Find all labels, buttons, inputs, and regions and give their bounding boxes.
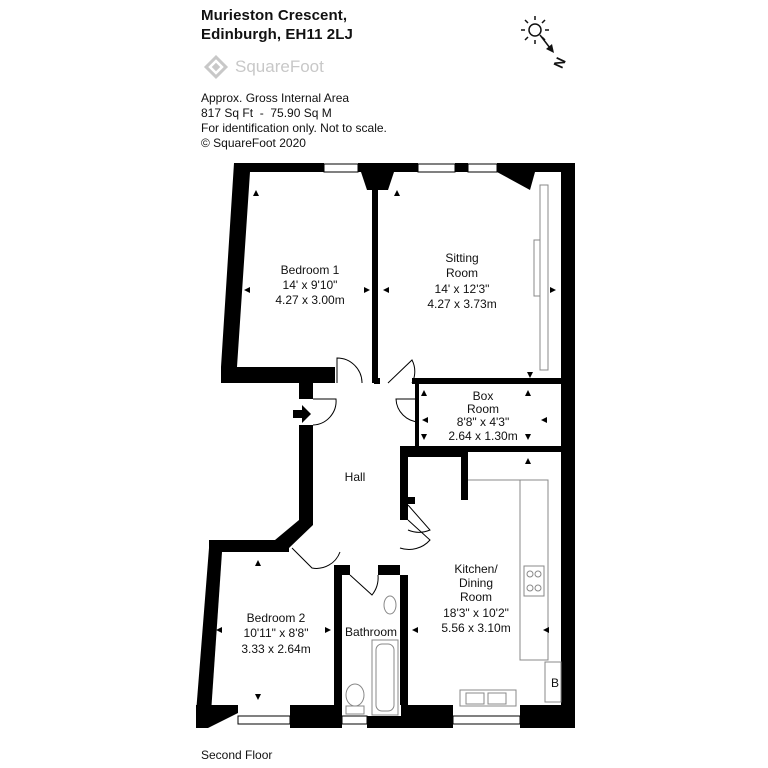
bedroom2-name: Bedroom 2	[247, 611, 306, 625]
kitchen-name3: Room	[460, 590, 492, 604]
window-sitting1	[417, 163, 456, 173]
window-kitchen	[452, 715, 521, 725]
wall-bath-top	[342, 565, 350, 575]
address-line-2: Edinburgh, EH11 2LJ	[201, 26, 353, 43]
wall-cupboard-bottom	[407, 497, 415, 504]
bedroom2-metric: 3.33 x 2.64m	[241, 642, 310, 656]
wall-bedroom2-top	[209, 540, 289, 552]
window-bedroom1	[323, 163, 359, 173]
wall-bottom-left	[196, 705, 238, 728]
door-bedroom2	[291, 547, 341, 569]
floor-label: Second Floor	[201, 748, 273, 762]
area-info-line4: © SquareFoot 2020	[201, 136, 306, 150]
wall-bedroom1-bottom	[221, 367, 335, 383]
door-box	[395, 398, 420, 423]
wall-cupboard-right	[461, 452, 468, 500]
kitchen-hob-icon	[523, 565, 545, 597]
box-imperial: 8'8" x 4'3"	[457, 415, 509, 429]
address-line-1: Murieston Crescent,	[201, 7, 348, 24]
fixtures	[345, 184, 562, 716]
door-front	[312, 398, 337, 426]
bedroom1-name: Bedroom 1	[281, 263, 340, 277]
hall-name: Hall	[345, 470, 366, 484]
wall-bedroom1-left	[221, 163, 250, 383]
wall-sitting-hall	[374, 378, 380, 384]
dimension-ticks	[216, 190, 556, 700]
kitchen-imperial: 18'3" x 10'2"	[443, 606, 509, 620]
box-name1: Box	[473, 389, 494, 403]
kitchen-metric: 5.56 x 3.10m	[441, 621, 510, 635]
window-sitting2	[467, 163, 498, 173]
wall-bottom-pier1	[290, 705, 342, 728]
kitchen-sink-icon	[459, 689, 517, 707]
kitchen-name1: Kitchen/	[454, 562, 498, 576]
wall-bedroom2-left	[196, 548, 222, 713]
sitting-fireplace	[533, 239, 541, 297]
box-metric: 2.64 x 1.30m	[448, 429, 517, 443]
wall-bottom-pier3	[520, 705, 575, 728]
entrance-arrow-icon	[293, 405, 311, 423]
wall-cupboard-top	[400, 452, 468, 457]
area-info: Approx. Gross Internal Area 817 Sq Ft - …	[201, 91, 387, 151]
boiler-label: B	[551, 676, 559, 690]
box-name2: Room	[467, 402, 499, 416]
wall-bath-top2	[378, 565, 400, 575]
squarefoot-logo: SquareFoot	[203, 54, 324, 80]
door-cupboard	[407, 504, 431, 533]
sitting-alcove	[539, 184, 549, 371]
windows	[237, 163, 521, 725]
wall-bottom-pier2	[401, 705, 453, 728]
wall-sitting-bottom	[412, 378, 562, 384]
wall-top-left	[234, 163, 324, 210]
window-bathroom	[341, 715, 368, 725]
wall-hall-left-upper	[299, 383, 313, 399]
kitchen-counter	[519, 479, 549, 661]
bedroom1-imperial: 14' x 9'10"	[283, 278, 338, 292]
compass-icon: N	[521, 16, 569, 71]
wall-top-right	[497, 163, 575, 190]
wall-partition-bed1-sitting	[372, 190, 378, 383]
window-bedroom2	[237, 715, 291, 725]
door-sitting	[387, 359, 416, 384]
door-bathroom	[349, 574, 379, 596]
wall-top-pier	[358, 163, 397, 190]
sitting-name1: Sitting	[445, 251, 478, 265]
bath-tub-icon	[371, 639, 399, 716]
sitting-metric: 4.27 x 3.73m	[427, 297, 496, 311]
wall-bath-kitchen	[400, 575, 408, 705]
bedroom1-metric: 4.27 x 3.00m	[275, 293, 344, 307]
squarefoot-logo-text: SquareFoot	[235, 57, 324, 76]
wall-hall-kitchen	[400, 452, 408, 520]
wall-box-bottom	[400, 446, 562, 452]
area-info-line3: For identification only. Not to scale.	[201, 121, 387, 135]
boiler-cupboard	[544, 661, 562, 703]
area-info-line1: Approx. Gross Internal Area	[201, 91, 350, 105]
kitchen-name2: Dining	[459, 576, 493, 590]
sitting-name2: Room	[446, 266, 478, 280]
door-bedroom1	[336, 357, 363, 384]
area-info-line2: 817 Sq Ft - 75.90 Sq M	[201, 106, 332, 120]
sitting-imperial: 14' x 12'3"	[435, 282, 490, 296]
doors	[291, 357, 431, 596]
wall-hall-left	[299, 425, 313, 525]
toilet-icon	[345, 683, 365, 707]
bedroom2-imperial: 10'11" x 8'8"	[244, 626, 309, 640]
wall-right-outer	[561, 163, 575, 713]
wall-top-small	[455, 163, 468, 172]
wall-bottom-mid	[367, 716, 401, 728]
door-kitchen	[399, 519, 431, 550]
wall-box-left	[415, 384, 419, 446]
bathroom-name: Bathroom	[345, 625, 397, 639]
basin-icon	[383, 595, 397, 615]
squarefoot-logo-icon	[203, 54, 229, 80]
walls	[196, 163, 575, 728]
room-labels: Bedroom 1 14' x 9'10" 4.27 x 3.00m Sitti…	[241, 251, 559, 690]
wall-bedroom2-right	[334, 565, 342, 713]
